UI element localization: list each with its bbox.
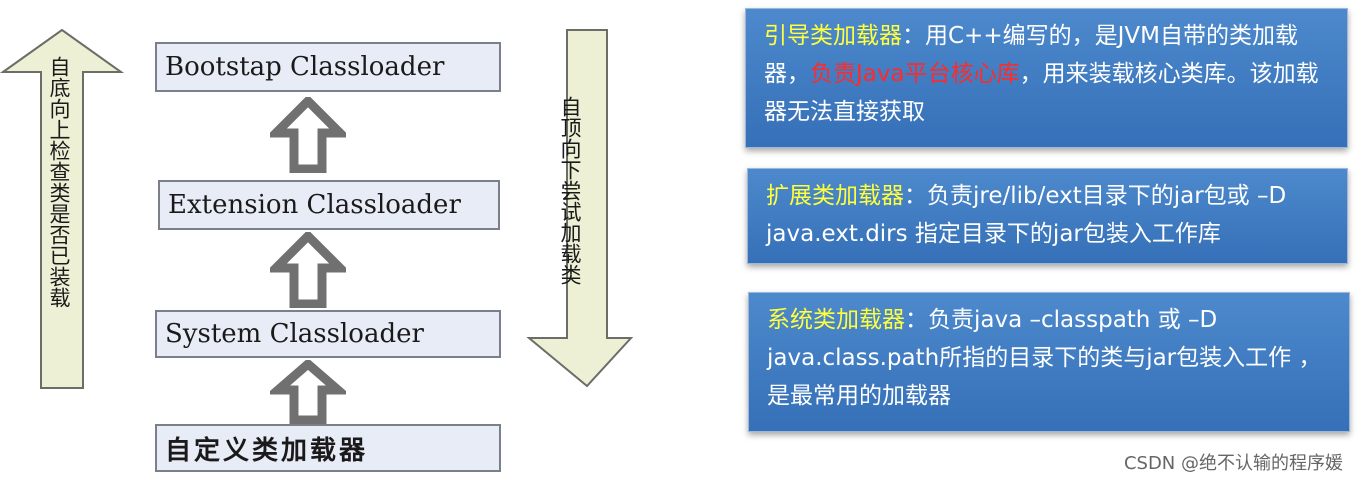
parent-arrow-icon (270, 97, 346, 173)
top-down-arrow-label: 自顶向下尝试加载类 (558, 96, 582, 285)
system-text: ：负责java –classpath 或 –D java.class.path所… (767, 307, 1322, 409)
bootstrap-title: 引导类加载器 (764, 23, 902, 49)
watermark: CSDN @绝不认输的程序媛 (1123, 453, 1343, 474)
system-classloader-box: System Classloader (155, 310, 501, 358)
parent-arrow-icon (270, 232, 346, 308)
bootstrap-highlight: 负责Java平台核心库 (810, 61, 1020, 87)
extension-description: 扩展类加载器：负责jre/lib/ext目录下的jar包或 –D java.ex… (747, 168, 1348, 264)
bottom-up-arrow (0, 28, 125, 389)
extension-text: ：负责jre/lib/ext目录下的jar包或 –D java.ext.dirs… (766, 183, 1287, 247)
extension-title: 扩展类加载器 (766, 183, 904, 209)
bottom-up-arrow-label: 自底向上检查类是否已装载 (47, 56, 71, 308)
bootstrap-description: 引导类加载器：用C++编写的，是JVM自带的类加载器，负责Java平台核心库，用… (745, 8, 1348, 148)
bootstrap-text-1: ：用C++编写的，是JVM自带的类加载器， (764, 23, 1298, 87)
custom-classloader-box: 自定义类加载器 (155, 424, 501, 472)
top-down-arrow (526, 29, 634, 388)
bootstrap-text-2: ，用来装载核心类库。该加载器无法直接获取 (764, 61, 1319, 125)
extension-classloader-box: Extension Classloader (158, 180, 500, 230)
system-description: 系统类加载器：负责java –classpath 或 –D java.class… (748, 292, 1350, 432)
bootstrap-classloader-box: Bootstap Classloader (155, 42, 501, 92)
system-title: 系统类加载器 (767, 307, 905, 333)
parent-arrow-icon (270, 360, 346, 424)
